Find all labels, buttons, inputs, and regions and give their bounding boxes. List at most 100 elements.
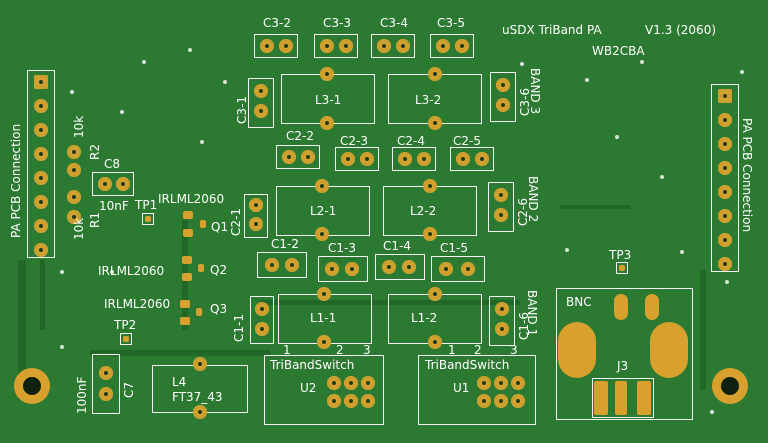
board-version: V1.3 (2060): [645, 23, 717, 37]
tp3-pad: [619, 265, 625, 271]
c1-1-pad: [255, 302, 269, 316]
c3-2-outline: [254, 34, 298, 58]
q1-pad: [183, 211, 193, 219]
c2-1-outline: [244, 194, 268, 238]
c7-label: C7: [122, 381, 136, 398]
header-pad: [718, 257, 732, 271]
trace: [18, 260, 26, 400]
trace: [260, 300, 520, 305]
tp1-outline: [142, 213, 154, 225]
r1-value: 10k: [72, 217, 86, 240]
r1-pad: [67, 190, 81, 204]
l2-1-pad: [315, 179, 329, 193]
c2-2-outline: [276, 145, 320, 169]
c1-4-label: C1-4: [383, 239, 411, 253]
header-pad: [718, 113, 732, 127]
u1-pin2: 2: [474, 343, 482, 357]
j3-label: J3: [617, 359, 629, 373]
bnc-label: BNC: [566, 295, 592, 309]
l1-1-label: L1-1: [310, 311, 337, 325]
header-pad: [34, 147, 48, 161]
via: [660, 175, 664, 179]
c1-2-label: C1-2: [271, 237, 299, 251]
u1-outline: [418, 355, 536, 425]
via: [110, 270, 114, 274]
u1-pad: [477, 394, 491, 408]
tp2-pad: [123, 336, 129, 342]
l3-2-pad: [428, 67, 442, 81]
tp1-label: TP1: [135, 198, 158, 212]
c3-3-pad: [339, 39, 353, 53]
header-pad: [718, 89, 732, 103]
c3-1-outline: [248, 78, 274, 128]
q2-label: Q2: [210, 263, 228, 277]
c8-pad: [116, 177, 130, 191]
c3-4-outline: [371, 34, 415, 58]
c2-6-pad: [494, 208, 508, 222]
c2-5-label: C2-5: [453, 134, 481, 148]
c1-3-pad: [345, 262, 359, 276]
bnc-mount: [650, 322, 688, 378]
via: [70, 90, 74, 94]
header-pad: [718, 161, 732, 175]
c2-1-pad: [249, 198, 263, 212]
r1-pad: [67, 210, 81, 224]
q2-pad: [198, 264, 204, 272]
c3-4-pad: [396, 39, 410, 53]
left-header-outline: [27, 70, 55, 258]
header-pad: [34, 243, 48, 257]
u1-pad: [511, 394, 525, 408]
bnc-outline: [556, 288, 693, 420]
band3-label: BAND 3: [528, 68, 542, 115]
c3-1-label: C3-1: [235, 96, 249, 124]
r2-pad: [67, 163, 81, 177]
c1-3-label: C1-3: [328, 241, 356, 255]
c7-value: 100nF: [75, 376, 89, 414]
c2-5-pad: [456, 152, 470, 166]
c3-1-pad: [254, 84, 268, 98]
c3-3-label: C3-3: [323, 16, 351, 30]
l2-2-pad: [423, 227, 437, 241]
l3-2-pad: [428, 116, 442, 130]
c1-4-pad: [382, 260, 396, 274]
l4-pad: [193, 405, 207, 419]
c2-3-pad: [341, 152, 355, 166]
c3-2-pad: [279, 39, 293, 53]
l1-2-pad: [428, 287, 442, 301]
mounting-hole: [712, 368, 748, 404]
c2-2-pad: [282, 150, 296, 164]
c1-3-pad: [325, 262, 339, 276]
via: [565, 248, 569, 252]
c7-pad: [99, 387, 113, 401]
u1-pad: [477, 376, 491, 390]
c2-3-pad: [360, 152, 374, 166]
c1-1-pad: [255, 322, 269, 336]
header-pad: [34, 219, 48, 233]
c2-3-label: C2-3: [340, 134, 368, 148]
irlml-c-label: IRLML2060: [104, 297, 171, 311]
via: [725, 280, 729, 284]
c2-2-label: C2-2: [286, 129, 314, 143]
u2-pad: [344, 376, 358, 390]
l4-pad: [193, 357, 207, 371]
header-pad: [34, 123, 48, 137]
j3-outline: [592, 378, 654, 418]
u1-pin3: 3: [510, 343, 518, 357]
c2-3-outline: [335, 147, 379, 171]
tp1-pad: [145, 216, 151, 222]
l3-2-label: L3-2: [415, 93, 442, 107]
u1-pin1: 1: [448, 343, 456, 357]
c1-2-pad: [265, 258, 279, 272]
u2-label: U2: [300, 381, 317, 395]
q2-pad: [182, 273, 192, 281]
via: [200, 140, 204, 144]
trace: [560, 205, 630, 209]
board-title: uSDX TriBand PA: [502, 23, 602, 37]
j3-pad: [637, 381, 651, 415]
q2-pad: [182, 256, 192, 264]
c2-4-outline: [392, 147, 436, 171]
c1-1-outline: [250, 296, 274, 344]
c1-2-pad: [285, 258, 299, 272]
via: [120, 110, 124, 114]
